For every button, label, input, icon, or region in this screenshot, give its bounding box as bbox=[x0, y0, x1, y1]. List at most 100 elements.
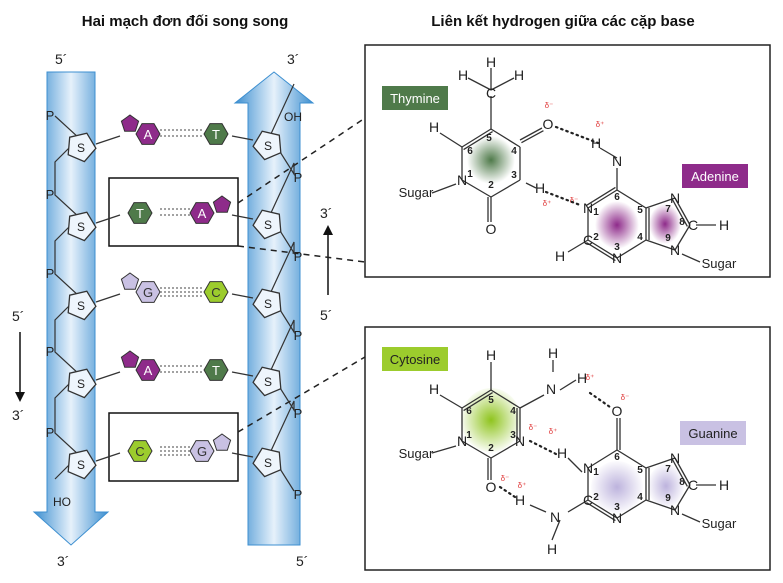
ring-position-number: 9 bbox=[665, 233, 671, 244]
right-title: Liên kết hydrogen giữa các cặp base bbox=[431, 13, 694, 30]
right-sugar-pentagon bbox=[252, 366, 282, 397]
partial-charge: δ⁻ bbox=[545, 101, 554, 110]
left-sugar-pentagon bbox=[67, 449, 97, 480]
left-ho-label: HO bbox=[53, 495, 71, 509]
partial-charge: δ⁻ bbox=[570, 196, 579, 205]
chemical-bond bbox=[439, 394, 463, 409]
atom-C: C bbox=[688, 477, 698, 493]
atom-N: N bbox=[546, 381, 556, 397]
chemical-bond-double bbox=[586, 186, 616, 207]
partial-charge: δ⁺ bbox=[518, 481, 527, 490]
atom-C: C bbox=[486, 85, 496, 101]
left-base-letter: G bbox=[143, 285, 153, 300]
right-sugar-label: S bbox=[264, 139, 272, 153]
chemical-bond bbox=[674, 197, 691, 226]
partial-charge: δ⁻ bbox=[501, 474, 510, 483]
left-sugar-label: S bbox=[77, 458, 85, 472]
atom-H: H bbox=[515, 492, 525, 508]
chemical-bond bbox=[674, 484, 691, 511]
right-sugar-pentagon bbox=[252, 209, 282, 240]
right-sugar-label: S bbox=[264, 375, 272, 389]
atom-N: N bbox=[612, 250, 622, 266]
hydrogen-bond bbox=[588, 391, 612, 409]
right-glycosidic-bond bbox=[231, 371, 254, 377]
left-base-ring-small bbox=[120, 350, 140, 368]
guanine-hex-glow bbox=[591, 461, 643, 513]
right-base-hexagon bbox=[203, 281, 229, 303]
base-name-badge bbox=[682, 164, 748, 188]
chemical-bond bbox=[587, 499, 618, 519]
connector-at-top bbox=[237, 117, 366, 204]
sugar-label: Sugar bbox=[399, 185, 434, 200]
chemical-bond-double bbox=[586, 501, 616, 522]
left-direction-from: 5´ bbox=[12, 308, 24, 324]
chemical-bond bbox=[587, 239, 618, 259]
atom-N: N bbox=[670, 502, 680, 518]
atom-H: H bbox=[557, 445, 567, 461]
left-phosphate-label: P bbox=[46, 108, 55, 123]
right-base-ring-small bbox=[212, 195, 232, 213]
left-sugar-label: S bbox=[77, 220, 85, 234]
left-title: Hai mạch đơn đối song song bbox=[82, 13, 289, 30]
chemical-bond bbox=[490, 389, 521, 409]
chemical-bond bbox=[587, 449, 618, 469]
right-base-hexagon bbox=[203, 359, 229, 381]
chemical-bond bbox=[645, 197, 676, 209]
chemical-bond bbox=[567, 239, 589, 253]
right-glycosidic-bond bbox=[231, 452, 254, 458]
sugar-label: Sugar bbox=[702, 516, 737, 531]
left-sugar-label: S bbox=[77, 377, 85, 391]
left-glycosidic-bond bbox=[95, 214, 121, 224]
left-base-ring-small bbox=[120, 272, 140, 290]
chemical-bond bbox=[616, 449, 647, 469]
chemical-bond bbox=[681, 513, 701, 523]
left-glycosidic-bond bbox=[95, 371, 121, 381]
chemical-bond bbox=[490, 179, 521, 198]
ring-position-number: 4 bbox=[637, 232, 643, 243]
left-phosphate-label: P bbox=[46, 187, 55, 202]
ring-position-number: 3 bbox=[511, 170, 517, 181]
base-name-text: Adenine bbox=[691, 169, 739, 184]
chemical-bond bbox=[567, 457, 583, 473]
atom-O: O bbox=[486, 479, 497, 495]
atom-H: H bbox=[548, 345, 558, 361]
right-bottom-end-label: 5´ bbox=[296, 553, 308, 569]
chemical-bond-double bbox=[586, 241, 616, 262]
partial-charge: δ⁻ bbox=[621, 393, 630, 402]
left-glycosidic-bond bbox=[95, 135, 121, 145]
right-direction-from: 5´ bbox=[320, 307, 332, 323]
base-name-text: Guanine bbox=[688, 426, 737, 441]
left-base-letter: A bbox=[144, 363, 153, 378]
right-base-hexagon bbox=[203, 123, 229, 145]
right-base-letter: A bbox=[198, 206, 207, 221]
right-phosphate-label: P bbox=[294, 328, 303, 343]
chemical-bond bbox=[461, 128, 492, 148]
ring-position-number: 6 bbox=[614, 452, 620, 463]
partial-charge: δ⁺ bbox=[543, 199, 552, 208]
atom-C: C bbox=[688, 217, 698, 233]
ring-position-number: 2 bbox=[593, 232, 599, 243]
chemical-bond bbox=[519, 394, 545, 409]
chemical-bond-double bbox=[671, 459, 688, 487]
ring-position-number: 5 bbox=[637, 205, 643, 216]
left-base-hexagon bbox=[135, 359, 161, 381]
ring-position-number: 9 bbox=[665, 493, 671, 504]
chemical-bond bbox=[529, 504, 547, 513]
atom-H: H bbox=[514, 67, 524, 83]
hydrogen-bond bbox=[544, 190, 582, 207]
ring-position-number: 4 bbox=[637, 492, 643, 503]
atom-C: C bbox=[583, 232, 593, 248]
left-base-letter: C bbox=[135, 444, 144, 459]
chemical-bond bbox=[645, 239, 676, 251]
atom-H: H bbox=[577, 370, 587, 386]
left-sugar-pentagon bbox=[67, 368, 97, 399]
right-base-letter: C bbox=[211, 285, 220, 300]
atom-N: N bbox=[670, 450, 680, 466]
thymine-ring-glow bbox=[467, 136, 515, 184]
chemical-bond bbox=[681, 253, 701, 263]
right-phosphate-label: P bbox=[294, 249, 303, 264]
ring-position-number: 5 bbox=[486, 133, 492, 144]
ring-position-number: 6 bbox=[614, 192, 620, 203]
chemical-bond-double bbox=[463, 391, 493, 412]
